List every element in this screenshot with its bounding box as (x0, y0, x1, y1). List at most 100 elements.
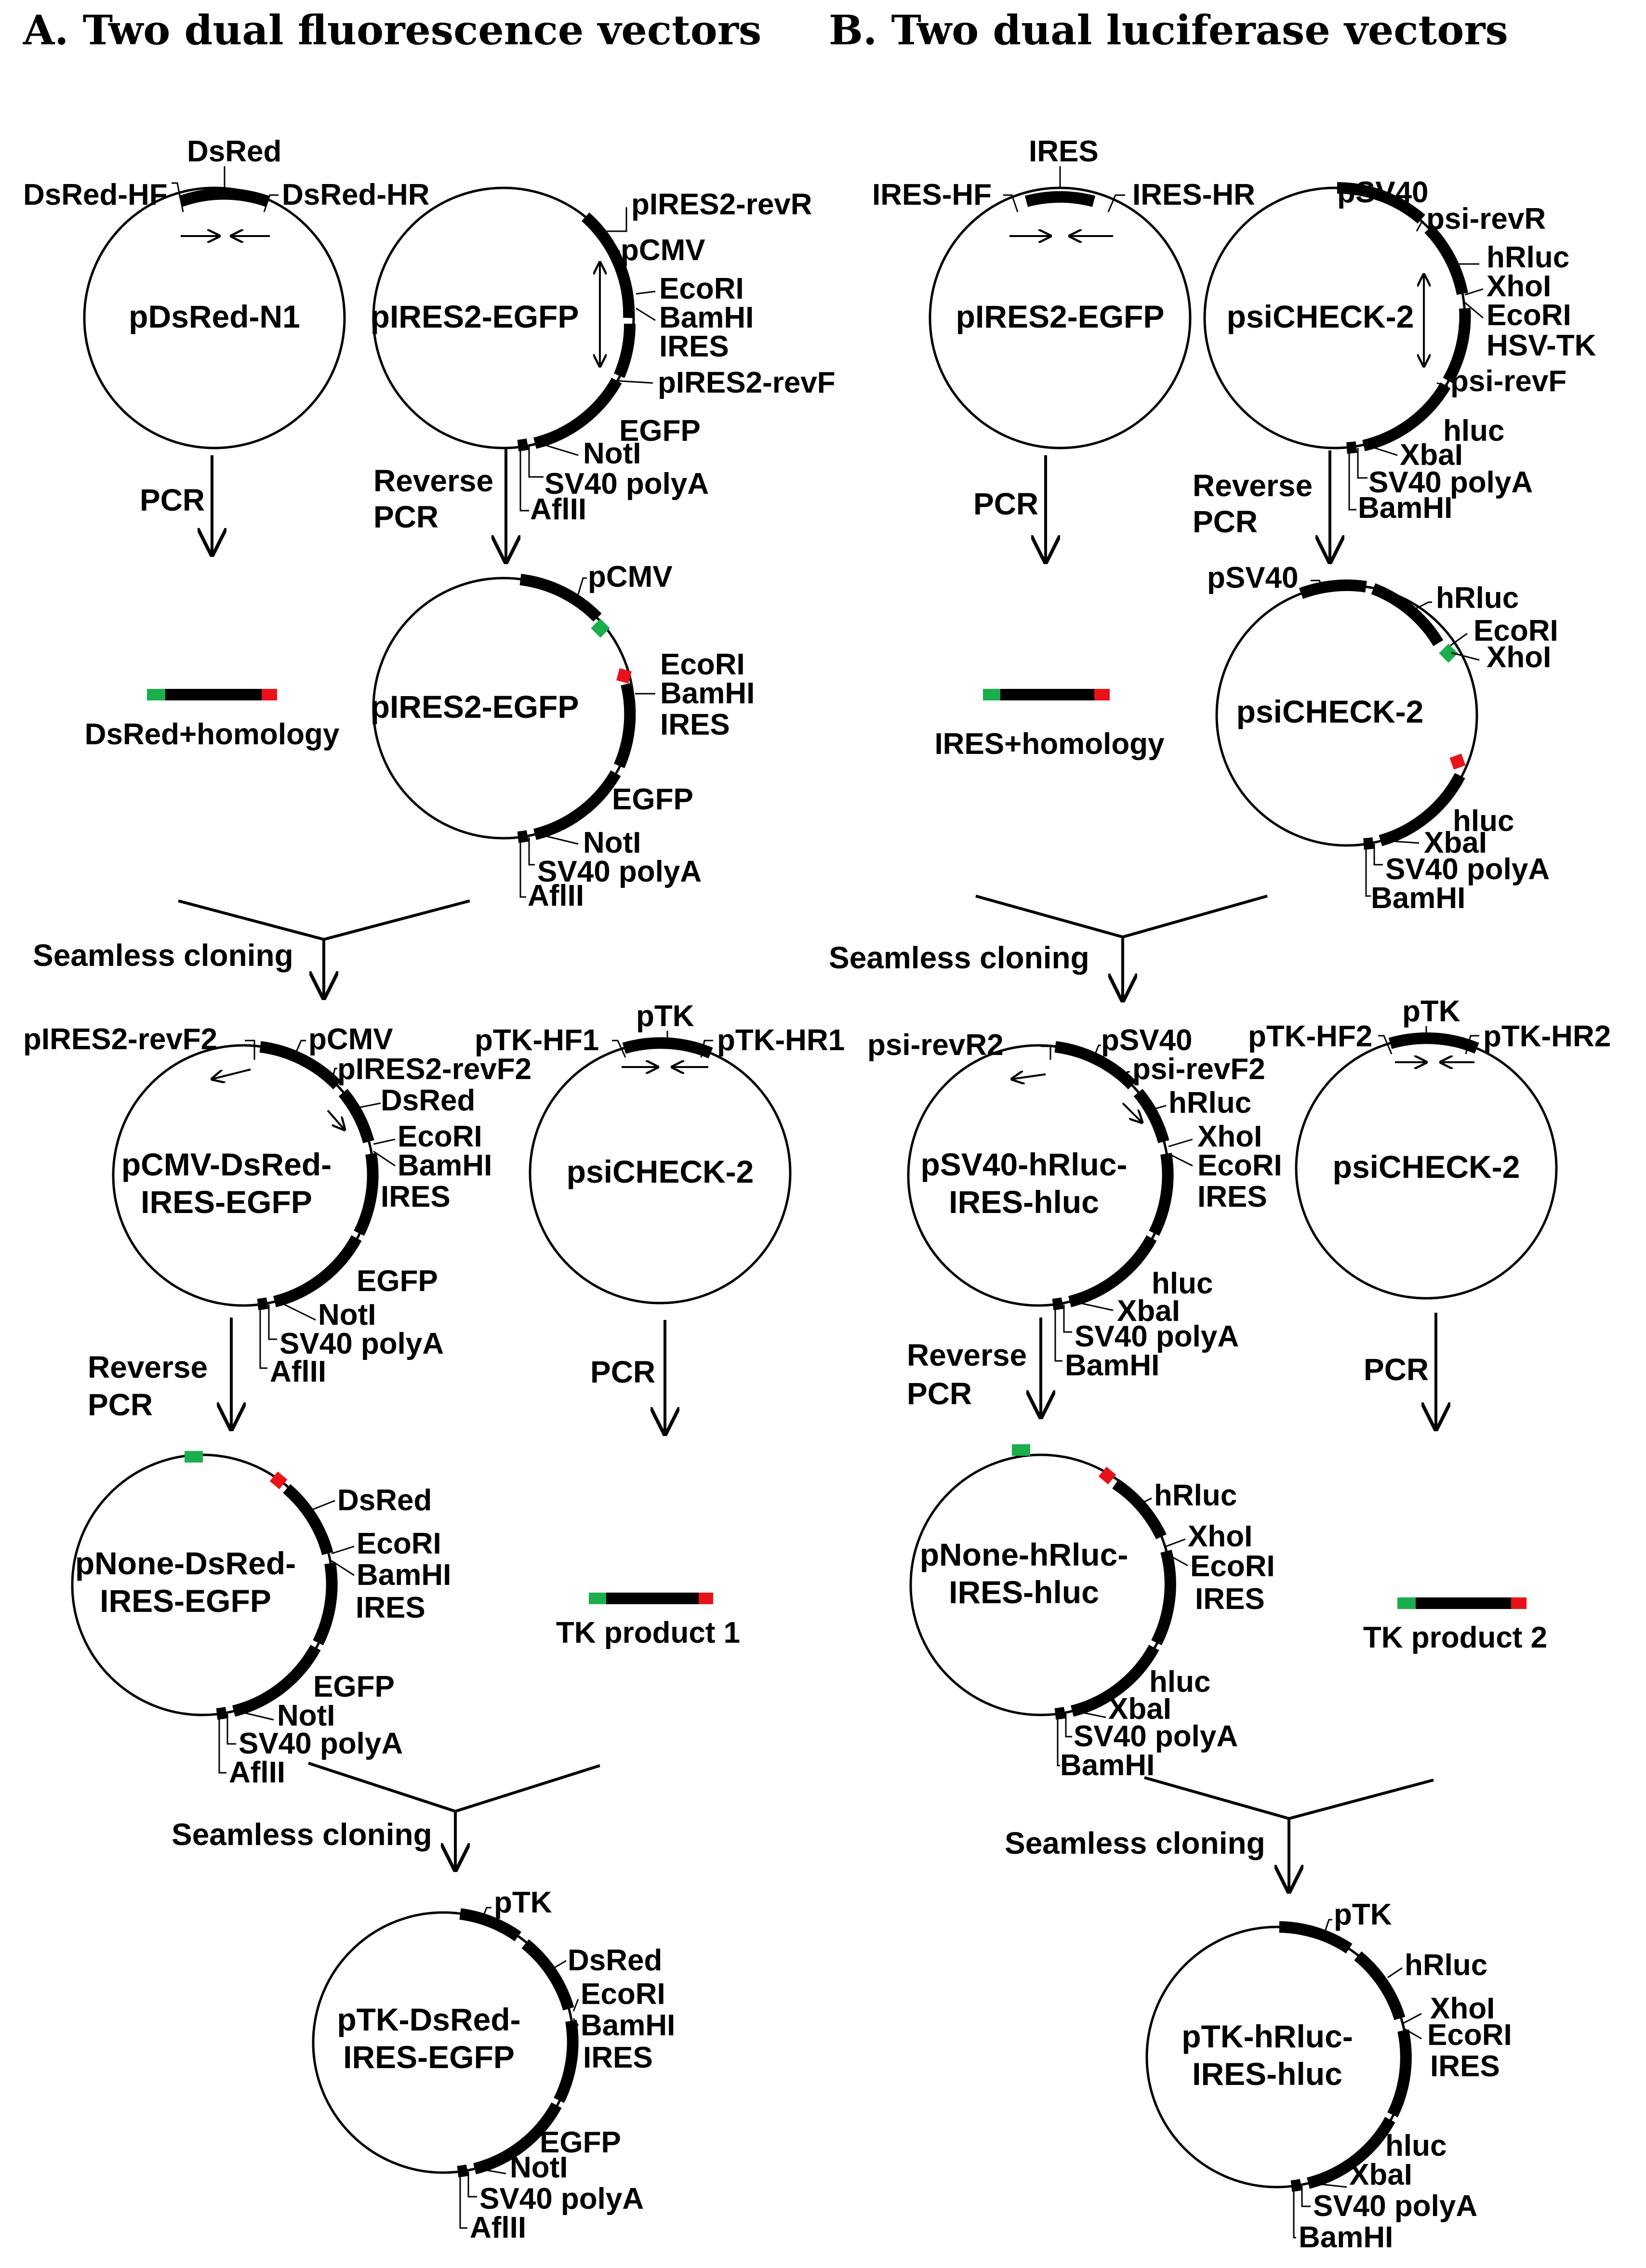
egfp-segment (533, 770, 621, 840)
plasmid-circle (83, 186, 346, 449)
primer-arrow (327, 1109, 345, 1130)
leader-line (1409, 601, 1432, 613)
leader-line (1137, 1497, 1152, 1506)
leader-line (1063, 1305, 1072, 1333)
homology-green-marker (1012, 1444, 1030, 1456)
polya-label: SV40 polyA (1075, 1320, 1239, 1353)
leader-line (636, 290, 656, 295)
leader-line (245, 1040, 255, 1060)
reverse-pcr-label-line2: PCR (1193, 504, 1258, 539)
leader-line (1465, 1035, 1479, 1055)
promoter-label: pTK (494, 1886, 552, 1919)
leader-line (1168, 1138, 1193, 1147)
plasmid-psicheck-2: pSV40 psi-revR hRluc XhoI EcoRI HSV-TK p… (1203, 176, 1596, 525)
leader-line (332, 1068, 337, 1080)
homology-green-marker (1439, 644, 1458, 663)
reporter-label: EGFP (612, 783, 693, 816)
merge-lines (975, 895, 1268, 939)
reporter-label: EGFP (313, 1670, 395, 1703)
polya-label: SV40 polyA (1385, 853, 1550, 886)
ires-segment (1024, 191, 1096, 207)
hrluc-segment (1424, 224, 1468, 295)
leader-line (459, 2173, 467, 2229)
ires-label: IRES (1430, 2050, 1500, 2083)
ires-segment (1387, 2029, 1412, 2118)
gene-label: DsRed (187, 135, 281, 168)
leader-line (1311, 580, 1325, 591)
leader-line (519, 838, 526, 898)
gene-label: hRluc (1154, 1479, 1237, 1512)
leader-line (237, 1710, 274, 1721)
leader-line (1451, 652, 1480, 661)
leader-line (259, 1305, 267, 1369)
plasmid-name: psiCHECK-2 (1227, 299, 1414, 334)
reporter-label: EGFP (540, 2126, 621, 2159)
leader-line (636, 307, 656, 321)
leader-line (1107, 194, 1125, 212)
plasmid-name-line1: pNone-hRluc- (920, 1537, 1128, 1572)
polya-segment (1052, 1297, 1064, 1310)
homology-right-end (1511, 1597, 1527, 1609)
polya-label: SV40 polyA (479, 2182, 644, 2215)
site1-label: XhoI (1188, 1520, 1252, 1553)
site3-label: XbaI (1400, 438, 1463, 472)
ires-segment (313, 1562, 338, 1646)
leader-line (1065, 1714, 1072, 1738)
leader-line (519, 447, 529, 512)
leader-line (1416, 222, 1424, 232)
leader-line (478, 2168, 506, 2175)
tk-label: HSV-TK (1487, 329, 1596, 362)
site3-label: XbaI (1349, 2158, 1412, 2191)
polya-segment (1054, 1707, 1066, 1720)
pcr-label: PCR (590, 1355, 655, 1389)
gene-label: DsRed (568, 1944, 662, 1977)
reporter-label: hluc (1453, 804, 1514, 838)
site2-label: BamHI (660, 677, 755, 710)
leader-line (218, 1715, 226, 1774)
plasmid-pires2-egfp-b: IRES IRES-HF IRES-HR pIRES2-EGFP (872, 135, 1255, 449)
site1-label: EcoRI (660, 648, 745, 681)
plasmid-name-line1: pNone-DsRed- (75, 1545, 296, 1581)
leader-line (356, 1102, 381, 1109)
ires-segment (613, 323, 636, 378)
primer-left-label: pIRES2-revF2 (23, 1023, 217, 1056)
ires-label: IRES (356, 1591, 425, 1624)
polya-label: SV40 polyA (544, 467, 709, 501)
leader-line (1093, 1044, 1101, 1058)
reporter-label: EGFP (619, 414, 701, 448)
reverse-pcr-label-line1: Reverse (907, 1338, 1027, 1372)
product-label: TK product 2 (1363, 1621, 1547, 1654)
leader-line (1373, 844, 1383, 866)
reporter-label: hluc (1443, 414, 1504, 448)
plasmid-pdsred-n1: DsRed DsRed-HF DsRed-HR pDsRed-N1 (23, 135, 430, 449)
site4-label: AflII (270, 1355, 326, 1388)
hrluc-segment (1133, 1089, 1169, 1144)
reverse-pcr-label-line1: Reverse (373, 463, 493, 498)
primer-left-label: psi-revR2 (867, 1029, 1004, 1062)
polya-segment (1363, 837, 1374, 850)
psv40-segment (1337, 182, 1425, 224)
reverse-pcr-label-line1: Reverse (1193, 468, 1313, 503)
leader-line (172, 182, 184, 212)
gene-label: hRluc (1436, 581, 1519, 615)
site1-label: XhoI (1197, 1120, 1262, 1153)
leader-line (572, 1999, 579, 2012)
plasmid-name: pIRES2-EGFP (371, 299, 579, 334)
site2-label: EcoRI (1190, 1550, 1275, 1583)
leader-line (481, 1907, 491, 1920)
hluc-segment (1068, 1235, 1157, 1307)
polya-label: SV40 polyA (279, 1327, 444, 1360)
polya-segment (457, 2164, 469, 2177)
site3-label: XbaI (1117, 1294, 1180, 1328)
product-label: DsRed+homology (85, 718, 340, 751)
leader-line (572, 2018, 579, 2026)
promoter-label: pCMV (588, 560, 673, 593)
reporter-label: hluc (1385, 2129, 1447, 2163)
leader-line (1311, 2182, 1347, 2188)
site3-label: XbaI (1424, 826, 1487, 859)
hrluc-segment (1354, 1951, 1406, 2020)
site3-label: NotI (583, 826, 641, 859)
rev-primer-label: DsRed-HR (282, 178, 430, 211)
plasmid-name: psiCHECK-2 (1333, 1149, 1520, 1185)
leader-line (538, 442, 579, 456)
